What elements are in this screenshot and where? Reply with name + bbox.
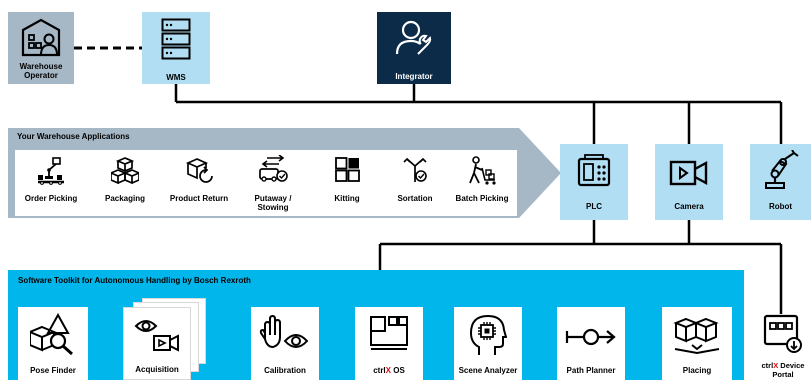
app-order-picking[interactable]: Order Picking — [15, 150, 87, 216]
camera-node[interactable]: Camera — [655, 144, 723, 220]
app-sortation-label: Sortation — [397, 194, 433, 203]
placing-icon — [673, 317, 720, 355]
tool-acquisition-label: Acquisition — [135, 365, 179, 374]
server-icon — [161, 18, 191, 60]
acquisition-icon — [134, 320, 179, 352]
camera-label: Camera — [674, 202, 704, 211]
tool-placing-label: Placing — [682, 366, 712, 375]
tool-path-planner-label: Path Planner — [566, 366, 616, 375]
tool-ctrlx-os-label: ctrlX OS — [355, 366, 423, 375]
tool-acquisition[interactable]: Acquisition — [123, 307, 191, 380]
warehouse-operator-node[interactable]: Warehouse Operator — [8, 12, 74, 84]
robot-node[interactable]: Robot — [750, 144, 811, 220]
wms-label: WMS — [166, 73, 186, 82]
ctrlx-os-prefix: ctrl — [373, 366, 386, 375]
integrator-icon — [395, 20, 432, 55]
camera-icon — [669, 160, 708, 186]
ctrlx-os-icon — [370, 316, 408, 350]
ctrlx-os-suffix: OS — [391, 366, 405, 375]
app-batch-picking-label: Batch Picking — [455, 194, 509, 203]
warehouse-operator-icon — [21, 18, 61, 57]
tool-pose-finder[interactable]: Pose Finder — [18, 307, 88, 380]
app-packaging-label: Packaging — [104, 194, 145, 203]
portal-line2: Portal — [772, 370, 794, 379]
plc-icon — [577, 154, 611, 187]
pose-finder-icon — [30, 313, 73, 355]
tool-path-planner[interactable]: Path Planner — [557, 307, 625, 380]
calibration-icon — [259, 315, 309, 349]
kitting-icon — [335, 157, 360, 182]
order-picking-icon — [38, 157, 64, 185]
product-return-icon — [185, 158, 213, 183]
integrator-node[interactable]: Integrator — [377, 12, 451, 84]
app-sortation[interactable]: Sortation — [385, 150, 445, 216]
device-portal-label: ctrlX Device Portal — [755, 361, 811, 379]
tool-scene-analyzer-label: Scene Analyzer — [458, 366, 518, 375]
tool-scene-analyzer[interactable]: Scene Analyzer — [454, 307, 522, 380]
app-order-picking-label: Order Picking — [24, 194, 78, 203]
app-product-return[interactable]: Product Return — [163, 150, 235, 216]
scene-analyzer-icon — [469, 314, 507, 355]
integrator-label: Integrator — [395, 72, 433, 81]
plc-label: PLC — [586, 202, 602, 211]
tool-calibration[interactable]: Calibration — [251, 307, 319, 380]
device-portal-node[interactable]: ctrlX Device Portal — [755, 314, 811, 380]
portal-suffix: Device — [778, 361, 805, 370]
warehouse-operator-label: Warehouse Operator — [19, 62, 63, 80]
app-product-return-label: Product Return — [169, 194, 229, 203]
portal-prefix: ctrl — [761, 361, 774, 370]
app-batch-picking[interactable]: Batch Picking — [447, 150, 517, 216]
tool-placing[interactable]: Placing — [662, 307, 732, 380]
portal-brand-x: X — [773, 361, 779, 370]
tool-ctrlx-os[interactable]: ctrlX OS — [355, 307, 423, 380]
toolkit-title: Software Toolkit for Autonomous Handling… — [18, 276, 251, 285]
tool-pose-finder-label: Pose Finder — [30, 366, 76, 375]
app-putaway-stowing[interactable]: Putaway / Stowing — [237, 150, 309, 216]
app-kitting[interactable]: Kitting — [311, 150, 383, 216]
wms-node[interactable]: WMS — [142, 12, 210, 84]
device-portal-icon — [763, 314, 802, 353]
plc-node[interactable]: PLC — [560, 144, 628, 220]
app-packaging[interactable]: Packaging — [89, 150, 161, 216]
app-putaway-stowing-label: Putaway / Stowing — [254, 194, 292, 212]
robot-arm-icon — [765, 150, 799, 189]
app-kitting-label: Kitting — [334, 194, 360, 203]
putaway-icon — [259, 155, 288, 182]
applications-title: Your Warehouse Applications — [17, 132, 130, 141]
applications-panel: Order Picking Packaging Product Return P… — [15, 150, 517, 216]
ctrlx-os-brand-x: X — [385, 366, 391, 375]
batch-picking-icon — [469, 156, 496, 185]
sortation-icon — [403, 157, 427, 182]
packaging-icon — [111, 157, 139, 184]
path-planner-icon — [565, 328, 616, 346]
tool-calibration-label: Calibration — [264, 366, 306, 375]
robot-label: Robot — [768, 202, 793, 211]
